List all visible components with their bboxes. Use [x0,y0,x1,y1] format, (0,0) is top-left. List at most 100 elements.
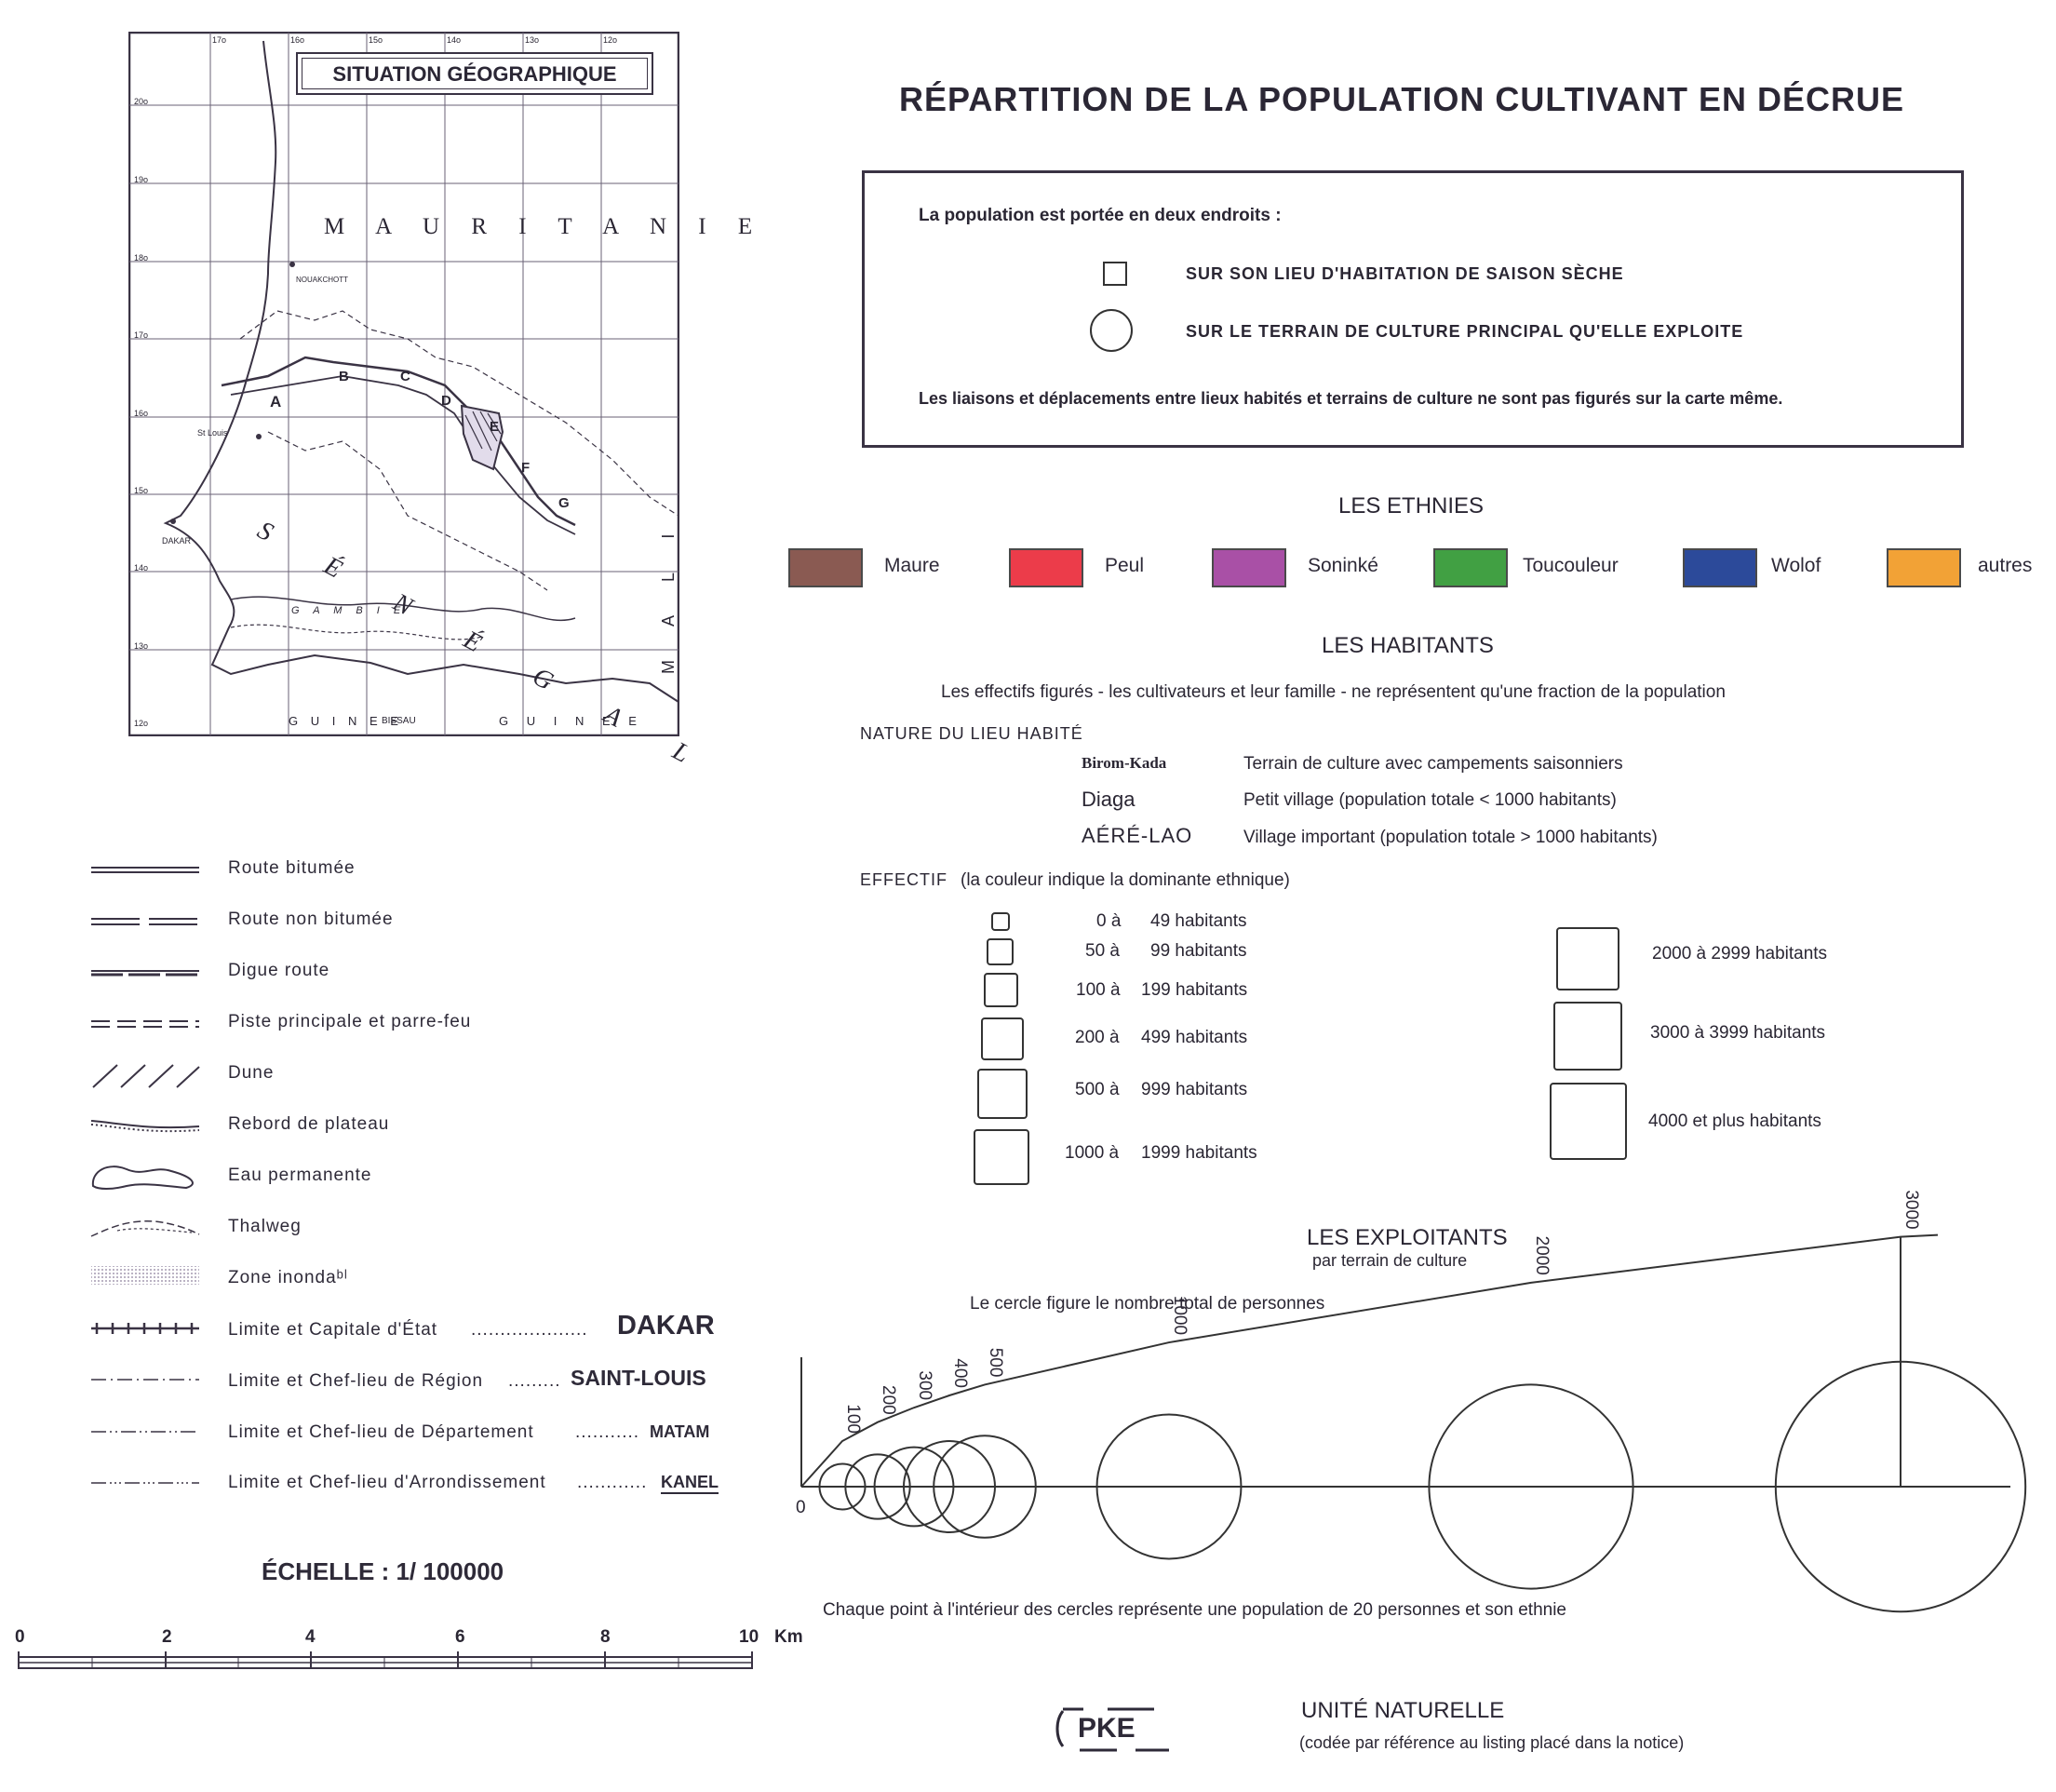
effectif-to-4: 999 habitants [1141,1080,1248,1099]
swatch-toucouleur [1433,548,1508,587]
effectif-square-5 [974,1129,1029,1185]
lon-tick: 16o [290,35,305,45]
effectif-square-4 [977,1069,1028,1119]
scale-circle-2000 [1428,1383,1634,1590]
zone-d: D [441,393,451,409]
swatch-autres [1887,548,1961,587]
exploitants-note: Le cercle figure le nombre total de pers… [970,1294,1325,1314]
label-gambie: G A M B I E [291,605,407,616]
sample-route-bitumee [91,867,199,873]
nature-desc-3: Village important (population totale > 1… [1243,828,1658,847]
scale-tick-0: 0 [15,1627,25,1647]
scale-zero: 0 [796,1498,806,1517]
nature-desc-2: Petit village (population totale < 1000 … [1243,790,1617,810]
scale-circle-100 [818,1462,867,1511]
scale-envelope-curve [800,1233,1939,1488]
exploitants-title: LES EXPLOITANTS [1307,1225,1508,1250]
unite-symbol-outline [1055,1707,1169,1752]
inset-map: 17o 16o 15o 14o 13o 12o 20o 19o 18o 17o … [128,31,752,782]
sample-route-non-bitumee [91,918,199,925]
scale-circle-1000 [1095,1413,1243,1560]
effectif-square-8 [1550,1083,1627,1160]
scale-title: ÉCHELLE : 1/ 100000 [262,1557,504,1585]
zone-e: E [490,419,500,435]
legend-dune: Dune [228,1063,275,1083]
nature-title: NATURE DU LIEU HABITÉ [860,724,1083,743]
effectif-square-1 [987,938,1014,965]
exploitants-footer: Chaque point à l'intérieur des cercles r… [823,1600,1567,1620]
lat-tick: 16o [134,409,149,418]
effectif-to-5: 1999 habitants [1141,1143,1257,1163]
scale-label-100: 100 [843,1404,863,1434]
legend-route-non-bitumee: Route non bitumée [228,909,394,929]
info-intro: La population est portée en deux endroit… [919,206,1282,225]
legend-departement-dots: ........... [575,1422,640,1442]
inset-title-box: SITUATION GÉOGRAPHIQUE [296,52,653,95]
scale-circle-500 [933,1435,1037,1539]
legend-capitale-dots: .................... [471,1320,588,1340]
scale-label-1000: 1000 [1170,1296,1189,1335]
scale-bar [18,1651,753,1669]
effectif-from-2: 100 à [1076,980,1121,1000]
scale-label-2000: 2000 [1532,1236,1552,1275]
sample-capitale-etat [91,1323,199,1334]
effectif-right-1: 3000 à 3999 habitants [1650,1023,1826,1043]
inset-map-svg [128,31,680,737]
label-dakar: DAKAR [162,536,192,546]
sample-departement [91,1431,199,1433]
effectif-from-0: 0 à [1096,911,1122,931]
scale-circle-300 [873,1446,955,1528]
unite-symbol: PKE [1052,1702,1173,1758]
scale-label-500: 500 [986,1348,1005,1378]
label-wolof: Wolof [1771,555,1821,576]
effectif-square-0 [991,912,1010,931]
legend-zone-inondable: Zone inondaᵇˡ [228,1268,348,1287]
swatch-peul [1009,548,1083,587]
square-label: SUR SON LIEU D'HABITATION DE SAISON SÈCH… [1186,264,1624,283]
label-guinee: G U I N E E [499,714,644,728]
unite-title: UNITÉ NATURELLE [1301,1698,1505,1723]
swatch-soninke [1212,548,1286,587]
page-title: RÉPARTITION DE LA POPULATION CULTIVANT E… [899,80,1904,118]
legend-region-example: SAINT-LOUIS [571,1366,706,1390]
habitants-subtitle: Les effectifs figurés - les cultivateurs… [941,682,1726,702]
legend-thalweg: Thalweg [228,1217,302,1236]
legend-arrondissement-dots: ............ [577,1473,648,1492]
swatch-wolof [1683,548,1757,587]
scale-unit: Km [774,1627,803,1647]
scale-circle-400 [903,1440,996,1533]
habitants-title: LES HABITANTS [1322,633,1494,658]
effectif-square-3 [981,1017,1024,1060]
lat-tick: 20o [134,97,149,106]
inset-title: SITUATION GÉOGRAPHIQUE [332,62,617,86]
legend-capitale-example: DAKAR [617,1311,715,1341]
info-note: Les liaisons et déplacements entre lieux… [919,389,1783,408]
label-soninke: Soninké [1308,555,1378,576]
label-maure: Maure [884,555,940,576]
unite-desc: (codée par référence au listing placé da… [1299,1733,1685,1752]
exploitants-subtitle: par terrain de culture [1312,1251,1468,1270]
lat-tick: 17o [134,330,149,340]
nature-example-2: Diaga [1082,788,1136,811]
lon-tick: 13o [525,35,540,45]
swatch-maure [788,548,863,587]
scale-tick-2: 2 [162,1627,172,1647]
label-st-louis: St Louis [197,428,228,438]
effectif-to-0: 49 habitants [1150,911,1247,931]
legend-piste: Piste principale et parre-feu [228,1012,472,1031]
zone-b: B [339,369,349,384]
label-autres: autres [1978,555,2033,576]
sample-arrondissement [91,1482,199,1484]
effectif-from-1: 50 à [1085,941,1120,961]
lon-tick: 17o [212,35,227,45]
effectif-title: EFFECTIF [860,870,947,889]
label-bissau: BISSAU [382,716,416,726]
effectif-square-6 [1556,927,1619,990]
lon-tick: 12o [603,35,618,45]
sample-piste [91,1020,199,1028]
effectif-from-3: 200 à [1075,1028,1120,1047]
legend-capitale-etat: Limite et Capitale d'État [228,1320,438,1340]
legend-eau-permanente: Eau permanente [228,1165,372,1185]
legend-region: Limite et Chef-lieu de Région [228,1371,484,1391]
